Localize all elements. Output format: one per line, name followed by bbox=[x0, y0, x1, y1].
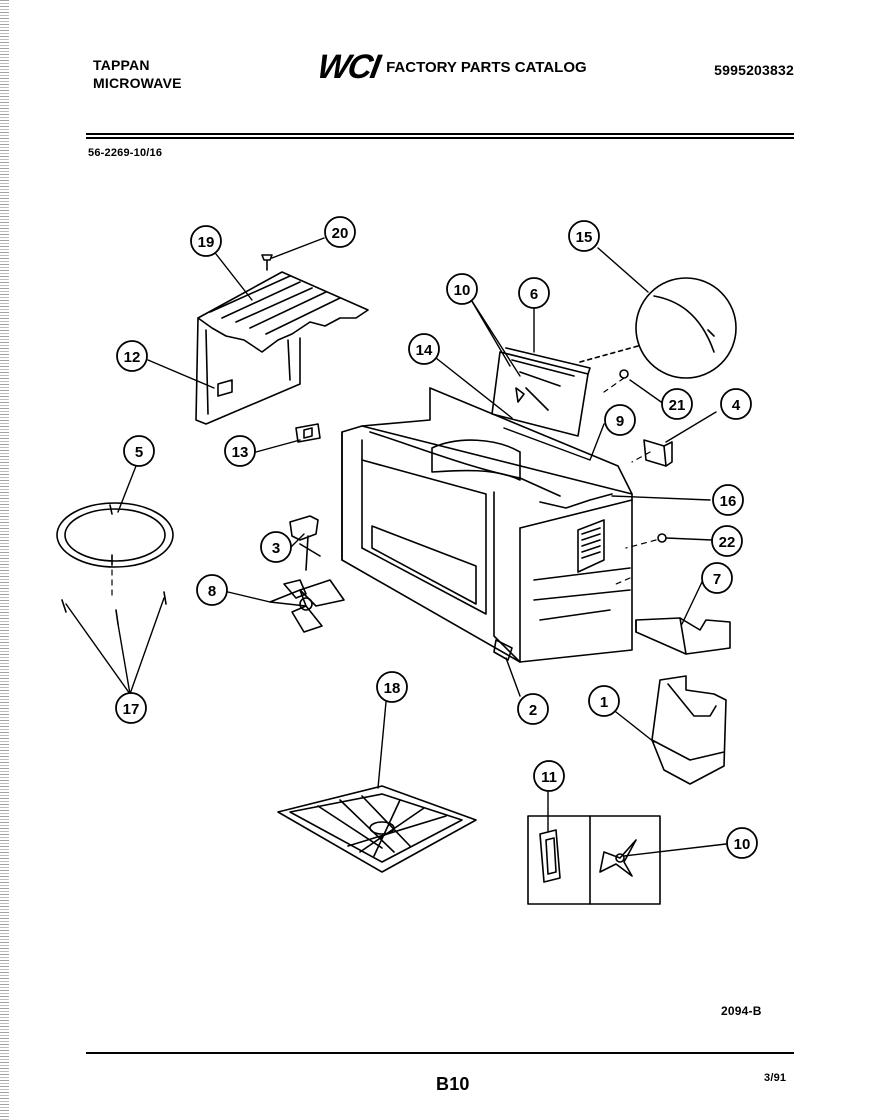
svg-text:16: 16 bbox=[720, 493, 737, 510]
svg-text:10: 10 bbox=[734, 836, 751, 853]
callout-21: 21 bbox=[661, 388, 693, 420]
svg-text:14: 14 bbox=[416, 342, 433, 359]
callout-bubbles: 19 20 12 15 10 6 14 21 4 9 13 5 16 22 3 … bbox=[115, 216, 758, 859]
callout-3: 3 bbox=[260, 531, 292, 563]
svg-text:5: 5 bbox=[135, 444, 143, 461]
svg-text:7: 7 bbox=[713, 571, 721, 588]
svg-text:4: 4 bbox=[732, 397, 741, 414]
part-22-screw bbox=[657, 533, 667, 543]
part-19-top-cover bbox=[195, 271, 369, 425]
model-number: 56-2269-10/16 bbox=[88, 147, 163, 159]
part-18-tray bbox=[277, 785, 477, 873]
catalog-title: FACTORY PARTS CATALOG bbox=[386, 58, 587, 76]
callout-2: 2 bbox=[517, 693, 549, 725]
part-20-screw bbox=[261, 254, 273, 271]
part-6-control-panel bbox=[491, 347, 591, 437]
svg-text:18: 18 bbox=[384, 680, 401, 697]
callout-7: 7 bbox=[701, 562, 733, 594]
callout-4: 4 bbox=[720, 388, 752, 420]
svg-text:17: 17 bbox=[123, 701, 140, 718]
svg-text:11: 11 bbox=[541, 769, 557, 786]
callout-10-bottom: 10 bbox=[726, 827, 758, 859]
callout-19: 19 bbox=[190, 225, 222, 257]
catalog-header: WCI FACTORY PARTS CATALOG bbox=[315, 48, 587, 86]
brand-block: TAPPAN MICROWAVE bbox=[93, 56, 182, 92]
part-17-pins bbox=[61, 591, 167, 625]
callout-9: 9 bbox=[604, 404, 636, 436]
callout-13: 13 bbox=[224, 435, 256, 467]
leader-lines bbox=[65, 237, 727, 857]
svg-text:10: 10 bbox=[454, 282, 471, 299]
scan-edge bbox=[0, 0, 9, 1120]
callout-18: 18 bbox=[376, 671, 408, 703]
part-5-turntable-ring bbox=[56, 502, 174, 568]
svg-text:12: 12 bbox=[124, 349, 141, 366]
callout-15: 15 bbox=[568, 220, 600, 252]
callout-17: 17 bbox=[115, 692, 147, 724]
assembly-lines bbox=[111, 377, 657, 596]
part-16-wire-harness bbox=[539, 493, 613, 509]
part-8-fan-blade bbox=[269, 579, 345, 633]
callout-14: 14 bbox=[408, 333, 440, 365]
header-rule-top bbox=[86, 133, 794, 135]
callout-6: 6 bbox=[518, 277, 550, 309]
page-number: B10 bbox=[436, 1074, 470, 1094]
part-7-bracket bbox=[635, 617, 731, 655]
svg-text:9: 9 bbox=[616, 413, 624, 430]
header-rule-bottom bbox=[86, 137, 794, 139]
callout-5: 5 bbox=[123, 435, 155, 467]
svg-text:2: 2 bbox=[529, 702, 537, 719]
callout-1: 1 bbox=[588, 685, 620, 717]
callout-10-top: 10 bbox=[446, 273, 478, 305]
svg-text:19: 19 bbox=[198, 234, 215, 251]
svg-text:21: 21 bbox=[669, 397, 686, 414]
parts-detail-box bbox=[527, 815, 661, 905]
svg-text:13: 13 bbox=[232, 444, 249, 461]
svg-text:6: 6 bbox=[530, 286, 538, 303]
product-type: MICROWAVE bbox=[93, 75, 182, 91]
svg-text:3: 3 bbox=[272, 540, 280, 557]
part-21-screw bbox=[619, 369, 629, 379]
callout-20: 20 bbox=[324, 216, 356, 248]
part-3-motor bbox=[289, 515, 321, 571]
revision-date: 3/91 bbox=[764, 1072, 787, 1084]
callout-12: 12 bbox=[116, 340, 148, 372]
part-1-air-duct bbox=[651, 675, 727, 785]
svg-text:20: 20 bbox=[332, 225, 349, 242]
callout-11: 11 bbox=[533, 760, 565, 792]
part-15-inset bbox=[579, 277, 737, 379]
part-4-bracket bbox=[643, 439, 673, 467]
svg-text:22: 22 bbox=[719, 534, 736, 551]
catalog-number: 5995203832 bbox=[714, 62, 794, 78]
callout-16: 16 bbox=[712, 484, 744, 516]
callout-22: 22 bbox=[711, 525, 743, 557]
svg-text:8: 8 bbox=[208, 583, 216, 600]
part-13-latch bbox=[295, 423, 321, 443]
svg-text:1: 1 bbox=[600, 694, 608, 711]
svg-text:15: 15 bbox=[576, 229, 593, 246]
brand-name: TAPPAN bbox=[93, 57, 150, 73]
callout-8: 8 bbox=[196, 574, 228, 606]
figure-code: 2094-B bbox=[721, 1004, 762, 1018]
footer-rule bbox=[86, 1052, 794, 1054]
microwave-cabinet bbox=[341, 387, 633, 663]
